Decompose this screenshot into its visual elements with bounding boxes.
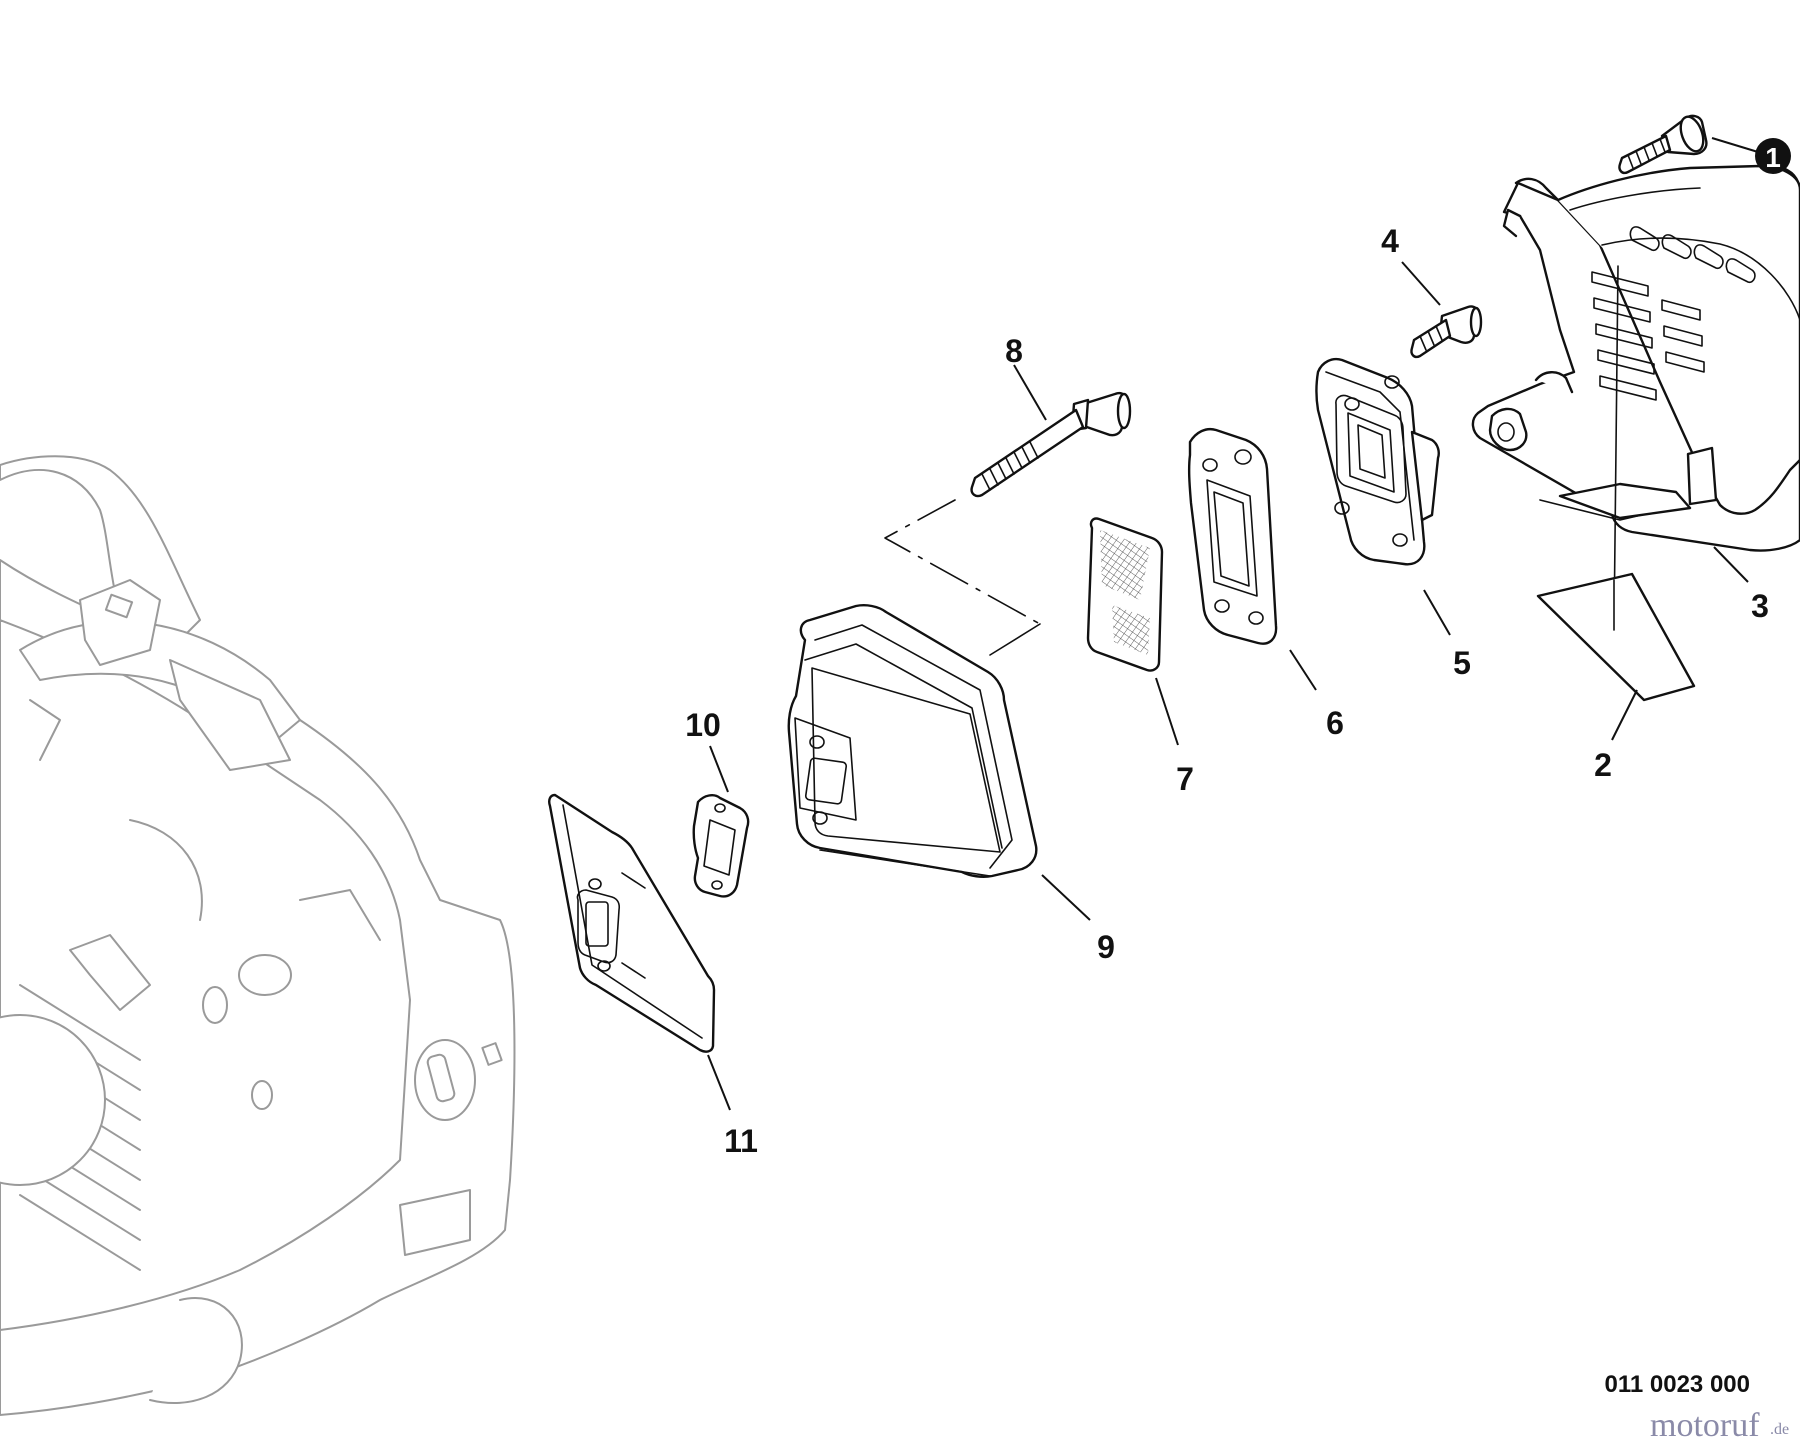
callout-3: 3 [1751, 588, 1769, 624]
leader-9 [1041, 874, 1091, 921]
callout-5: 5 [1453, 645, 1471, 681]
part-7-spark-screen [1086, 517, 1164, 672]
part-10-gasket [692, 794, 750, 898]
callout-1-label: 1 [1765, 142, 1781, 173]
callout-1: 1 [1755, 138, 1791, 174]
part-2-label [1536, 572, 1696, 702]
part-11-heat-shield [548, 793, 716, 1053]
leader-3 [1713, 546, 1749, 583]
part-8-long-bolt [884, 391, 1132, 656]
leader-1 [1711, 137, 1759, 153]
leader-11 [707, 1054, 731, 1111]
callout-9: 9 [1097, 929, 1115, 965]
callout-2: 2 [1594, 747, 1612, 783]
leader-7 [1155, 677, 1179, 746]
part-6-gasket [1187, 428, 1278, 645]
callout-4: 4 [1381, 223, 1399, 259]
callout-1-badge [1755, 138, 1791, 174]
leader-lines [707, 137, 1759, 1111]
callout-7: 7 [1176, 761, 1194, 797]
part-1-screw [1618, 114, 1708, 175]
watermark: motoruf .de [1650, 1407, 1789, 1444]
leader-5 [1423, 589, 1451, 636]
callout-10: 10 [685, 707, 721, 743]
alignment-dashdot-line [884, 499, 1041, 625]
part-5-exhaust-flange [1315, 358, 1440, 566]
leader-4 [1401, 261, 1441, 306]
callout-8: 8 [1005, 333, 1023, 369]
watermark-main: motoruf [1650, 1407, 1760, 1444]
part-4-short-bolt [1410, 305, 1483, 359]
diagram-reference-number: 011 0023 000 [1605, 1371, 1751, 1398]
engine-housing-background [0, 455, 516, 1416]
watermark-tld: .de [1770, 1421, 1789, 1438]
callout-6: 6 [1326, 705, 1344, 741]
leader-10 [709, 745, 729, 793]
part-9-muffler [787, 604, 1038, 878]
part-3-muffler-cover [1471, 164, 1800, 631]
leader-2 [1611, 689, 1638, 741]
leader-8 [1013, 364, 1047, 421]
callout-11: 11 [724, 1123, 758, 1159]
leader-6 [1289, 649, 1317, 691]
